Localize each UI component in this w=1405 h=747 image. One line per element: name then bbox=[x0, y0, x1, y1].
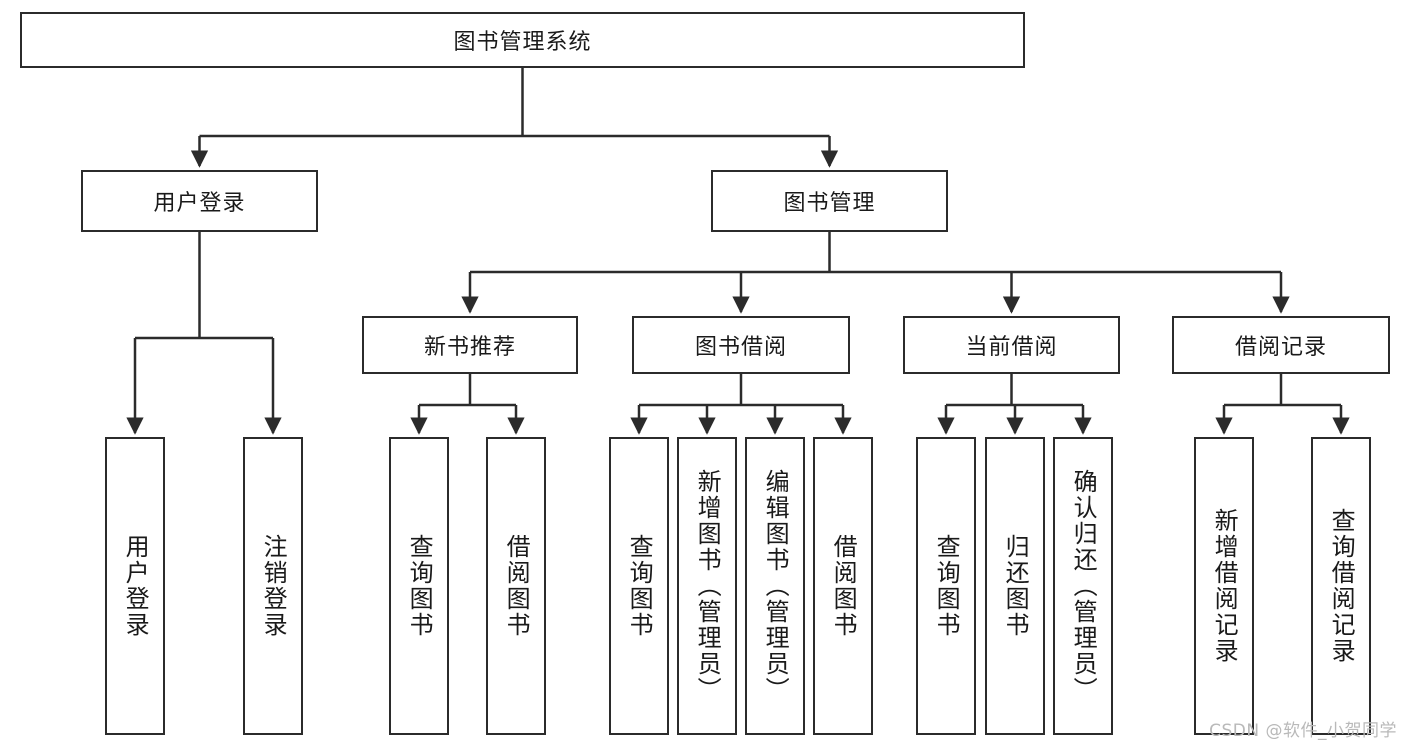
node-level3-new-book-rec: 新书推荐 bbox=[362, 316, 578, 374]
node-label: 归还图书 bbox=[1001, 534, 1030, 638]
node-label: 当前借阅 bbox=[965, 335, 1058, 360]
node-leaf-leaf-add-record: 新增借阅记录 bbox=[1194, 437, 1254, 735]
node-label: 图书管理 bbox=[783, 191, 876, 216]
node-level3-current-borrow: 当前借阅 bbox=[903, 316, 1120, 374]
node-label: 查询借阅记录 bbox=[1327, 508, 1356, 664]
node-label: 图书借阅 bbox=[694, 335, 787, 360]
node-leaf-leaf-query-book-1: 查询图书 bbox=[389, 437, 449, 735]
node-level3-borrow-record: 借阅记录 bbox=[1172, 316, 1390, 374]
node-label: 新书推荐 bbox=[423, 335, 516, 360]
node-leaf-leaf-logout: 注销登录 bbox=[243, 437, 303, 735]
node-label: 查询图书 bbox=[625, 534, 654, 638]
node-leaf-leaf-borrow-book-1: 借阅图书 bbox=[486, 437, 546, 735]
node-label: 新增借阅记录 bbox=[1210, 508, 1239, 664]
node-label: 编辑图书（管理员） bbox=[761, 469, 790, 703]
node-leaf-leaf-confirm-return: 确认归还（管理员） bbox=[1053, 437, 1113, 735]
node-label: 新增图书（管理员） bbox=[693, 469, 722, 703]
node-level2-book-mgmt: 图书管理 bbox=[711, 170, 948, 232]
node-label: 注销登录 bbox=[259, 534, 288, 638]
node-leaf-leaf-return-book: 归还图书 bbox=[985, 437, 1045, 735]
node-root-root: 图书管理系统 bbox=[20, 12, 1025, 68]
node-leaf-leaf-add-book: 新增图书（管理员） bbox=[677, 437, 737, 735]
node-leaf-leaf-query-record: 查询借阅记录 bbox=[1311, 437, 1371, 735]
node-leaf-leaf-borrow-book-2: 借阅图书 bbox=[813, 437, 873, 735]
node-label: 查询图书 bbox=[932, 534, 961, 638]
node-leaf-leaf-edit-book: 编辑图书（管理员） bbox=[745, 437, 805, 735]
node-leaf-leaf-query-book-2: 查询图书 bbox=[609, 437, 669, 735]
node-leaf-leaf-user-login: 用户登录 bbox=[105, 437, 165, 735]
node-leaf-leaf-query-book-3: 查询图书 bbox=[916, 437, 976, 735]
node-label: 查询图书 bbox=[405, 534, 434, 638]
node-label: 用户登录 bbox=[153, 191, 246, 216]
node-label: 借阅图书 bbox=[829, 534, 858, 638]
node-level3-book-borrow: 图书借阅 bbox=[632, 316, 850, 374]
node-level2-user-login: 用户登录 bbox=[81, 170, 318, 232]
node-label: 确认归还（管理员） bbox=[1069, 469, 1098, 703]
node-label: 借阅图书 bbox=[502, 534, 531, 638]
node-label: 图书管理系统 bbox=[453, 30, 592, 55]
node-label: 借阅记录 bbox=[1234, 335, 1327, 360]
node-label: 用户登录 bbox=[121, 534, 150, 638]
